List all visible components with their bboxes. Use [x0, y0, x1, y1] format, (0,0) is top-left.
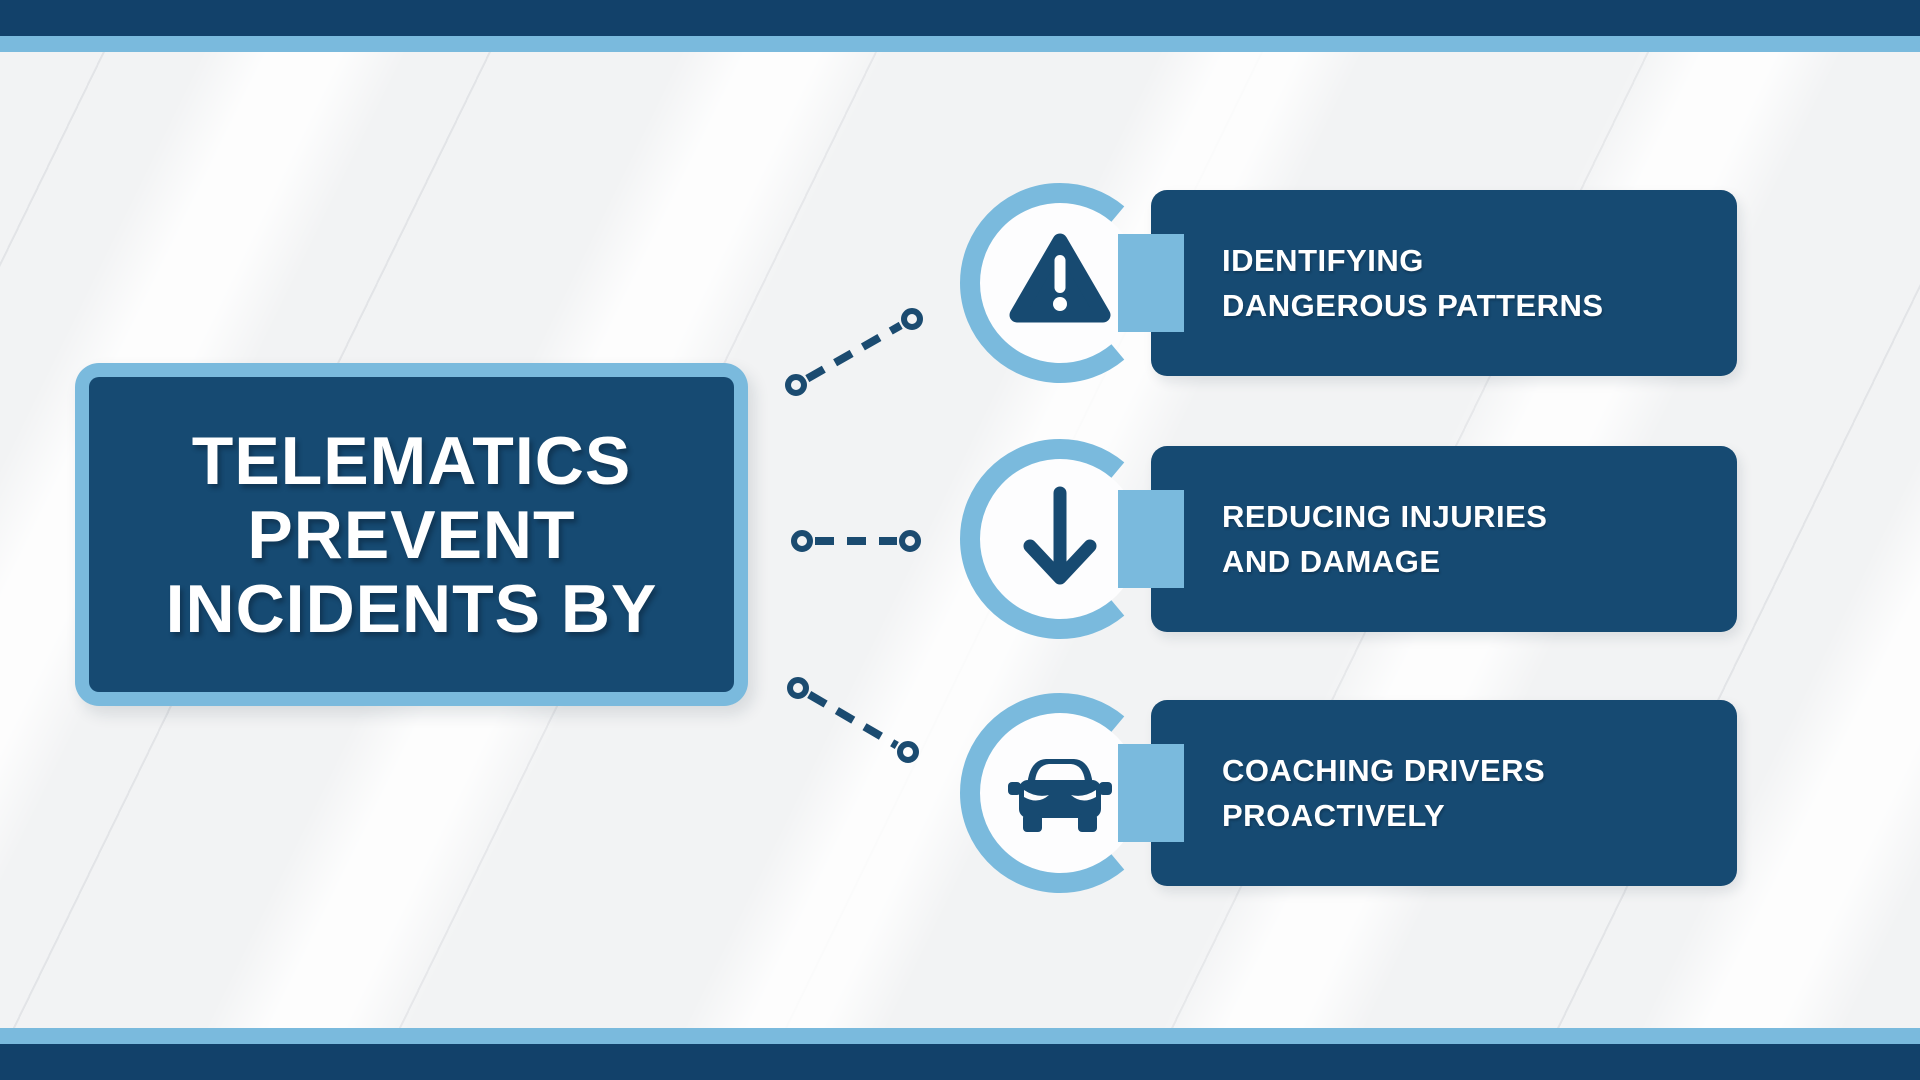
item-box-coaching-drivers-proactively: COACHING DRIVERS PROACTIVELY — [1151, 700, 1737, 886]
node-tab — [1118, 490, 1184, 588]
item-2-line-1: REDUCING INJURIES — [1222, 499, 1548, 534]
item-node-warning — [960, 183, 1184, 383]
item-box-identifying-dangerous-patterns: IDENTIFYING DANGEROUS PATTERNS — [1151, 190, 1737, 376]
title-card: TELEMATICS PREVENT INCIDENTS BY — [75, 363, 748, 706]
title-line-3: INCIDENTS BY — [165, 570, 658, 647]
bottom-accent-stripe — [0, 1028, 1920, 1044]
item-box-reducing-injuries-and-damage: REDUCING INJURIES AND DAMAGE — [1151, 446, 1737, 632]
top-navy-bar — [0, 0, 1920, 36]
node-ring — [960, 439, 1125, 639]
bottom-navy-bar — [0, 1044, 1920, 1080]
item-1-line-1: IDENTIFYING — [1222, 243, 1424, 278]
node-tab — [1118, 744, 1184, 842]
connector-2 — [791, 530, 921, 552]
item-2-line-2: AND DAMAGE — [1222, 544, 1441, 579]
item-3-line-1: COACHING DRIVERS — [1222, 753, 1546, 788]
node-ring — [960, 183, 1125, 383]
item-1-line-2: DANGEROUS PATTERNS — [1222, 288, 1604, 323]
top-accent-stripe — [0, 36, 1920, 52]
node-ring — [960, 693, 1125, 893]
connector-3 — [787, 677, 919, 763]
arrow-down-icon — [1023, 486, 1097, 585]
title-line-1: TELEMATICS — [191, 422, 632, 499]
node-tab — [1118, 234, 1184, 332]
warning-triangle-icon — [1009, 233, 1111, 323]
connector-lines — [785, 308, 923, 763]
title-card-inner: TELEMATICS PREVENT INCIDENTS BY — [89, 377, 734, 692]
title-line-2: PREVENT — [247, 496, 576, 573]
item-node-arrow-down — [960, 439, 1184, 639]
car-front-icon — [1008, 759, 1112, 832]
item-3-line-2: PROACTIVELY — [1222, 798, 1446, 833]
connector-1 — [785, 308, 923, 396]
item-node-car — [960, 693, 1184, 893]
